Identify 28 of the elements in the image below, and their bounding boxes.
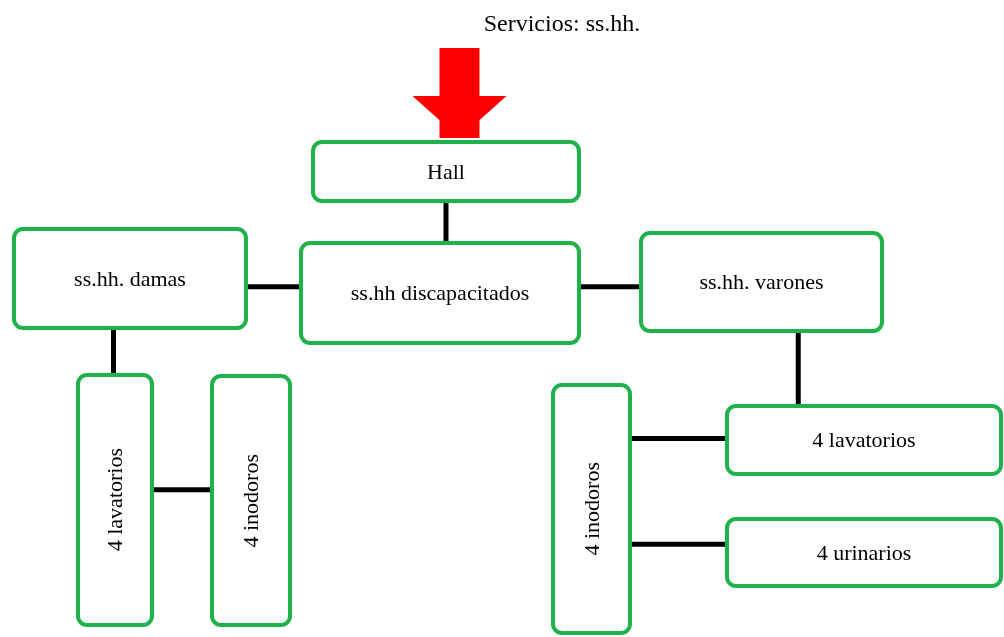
process-box [639, 231, 884, 333]
process-box [210, 374, 292, 627]
node-label: 4 inodoros [577, 462, 605, 556]
process-box [725, 404, 1003, 476]
node-label: ss.hh. varones [699, 268, 824, 296]
connector-line [154, 487, 210, 493]
connector-line [632, 435, 725, 441]
connector-line [795, 333, 801, 404]
node-label: ss.hh. damas [74, 264, 186, 293]
process-box [311, 140, 581, 203]
connector-line [248, 284, 299, 290]
connector-line [581, 284, 639, 290]
process-box [76, 373, 154, 627]
connector-line [111, 330, 116, 373]
node-label: Hall [427, 157, 465, 186]
node-label: 4 lavatorios [812, 426, 916, 454]
node-label: 4 lavatorios [101, 448, 129, 552]
node-label: ss.hh discapacitados [350, 279, 530, 307]
block-arrow [412, 48, 507, 138]
node-label: 4 inodoros [237, 453, 265, 548]
connector-line [443, 203, 449, 241]
process-box [299, 241, 581, 345]
node-label: 4 urinarios [816, 538, 912, 567]
process-box [12, 227, 248, 330]
connector-line [632, 541, 725, 547]
title: Servicios: ss.hh. [483, 10, 641, 36]
process-box [551, 383, 632, 635]
process-box [725, 517, 1003, 588]
